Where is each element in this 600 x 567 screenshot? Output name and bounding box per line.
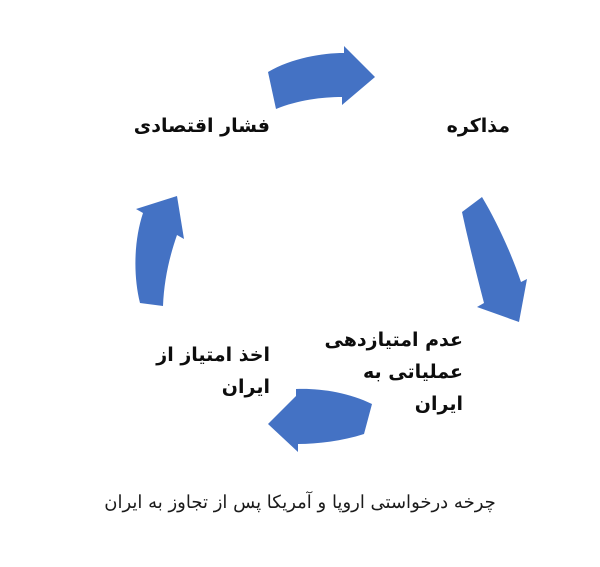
arrow-right-down-icon	[462, 197, 527, 322]
node-label-economic-pressure: فشار اقتصادی	[133, 115, 270, 137]
node-label-negotiation: مذاکره	[446, 115, 510, 137]
node-label-no-operational-concession: عدم امتیازدهی عملیاتی به ایران	[324, 329, 463, 415]
arrow-top-right-icon	[268, 46, 375, 109]
arrow-left-up-icon	[135, 196, 184, 306]
node-label-obtain-concession: اخذ امتیاز از ایران	[156, 344, 270, 398]
diagram-caption: چرخه درخواستی اروپا و آمریکا پس از تجاوز…	[104, 492, 496, 513]
